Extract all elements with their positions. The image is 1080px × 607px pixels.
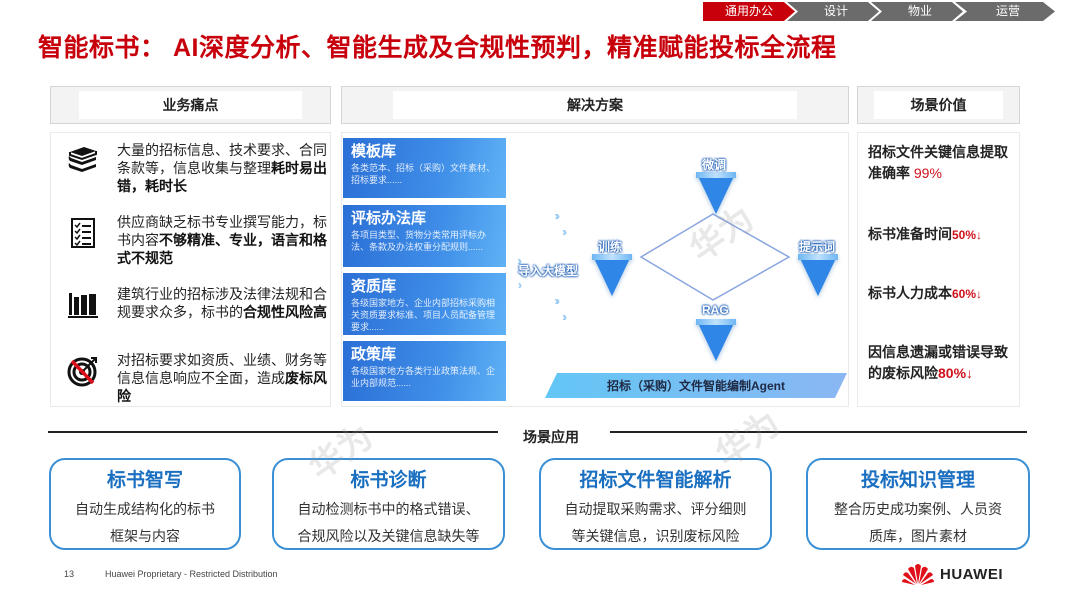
- library-policy: 政策库 各级国家地方各类行业政策法规、企业内部规范......: [343, 341, 506, 401]
- nav-step-operation[interactable]: 运营: [955, 2, 1055, 21]
- huawei-flower-icon: [902, 564, 934, 585]
- prompt-label: 提示词: [799, 240, 836, 254]
- pain-text: 建筑行业的招标涉及法律法规和合规要求众多，标书的合规性风险高: [117, 286, 327, 320]
- agent-banner: 招标（采购）文件智能编制Agent: [545, 373, 847, 398]
- model-diagram: ››› ››› ››› ››››››› ››› ››› ››› ››››››› …: [506, 132, 851, 407]
- bookshelf-icon: [61, 285, 105, 325]
- value-panel: [857, 132, 1020, 407]
- pain-column-header: 业务痛点: [50, 86, 331, 124]
- train-label: 训练: [598, 240, 623, 254]
- pain-points-panel: 大量的招标信息、技术要求、合同条款等，信息收集与整理耗时易出错，耗时长 供应商缺…: [50, 132, 331, 407]
- pain-text: 大量的招标信息、技术要求、合同条款等，信息收集与整理耗时易出错，耗时长: [117, 142, 327, 194]
- nav-step-office[interactable]: 通用办公: [703, 2, 795, 21]
- triangle-prompt-icon: [798, 254, 838, 296]
- footer-disclaimer: Huawei Proprietary - Restricted Distribu…: [105, 569, 278, 579]
- triangle-rag-icon: [696, 319, 736, 361]
- checklist-icon: [61, 213, 105, 253]
- pain-text: 对招标要求如资质、业绩、财务等信息信息响应不全面，造成废标风险: [117, 352, 327, 404]
- triangle-finetune-icon: [696, 172, 736, 214]
- library-template: 模板库 各类范本、招标（采购）文件素材、招标要求......: [343, 138, 506, 198]
- value-item: 标书人力成本60%↓: [868, 285, 983, 301]
- value-item: 招标文件关键信息提取准确率 99%: [868, 144, 1008, 181]
- scenario-card-smart-writing[interactable]: 标书智写 自动生成结构化的标书 框架与内容: [49, 458, 241, 550]
- pain-text: 供应商缺乏标书专业撰写能力，标书内容不够精准、专业，语言和格式不规范: [117, 214, 327, 266]
- library-evaluation: 评标办法库 各项目类型、货物分类常用评标办法、条款及办法权重分配规则......: [343, 205, 506, 267]
- nav-step-design[interactable]: 设计: [787, 2, 879, 21]
- nav-step-property[interactable]: 物业: [871, 2, 963, 21]
- value-column-header: 场景价值: [857, 86, 1020, 124]
- solution-column-header: 解决方案: [341, 86, 849, 124]
- page-number: 13: [64, 569, 75, 579]
- finetune-label: 微调: [702, 158, 727, 172]
- triangle-train-icon: [592, 254, 632, 296]
- top-nav-breadcrumb: 通用办公 设计 物业 运营: [703, 2, 1055, 21]
- pain-item: 供应商缺乏标书专业撰写能力，标书内容不够精准、专业，语言和格式不规范: [51, 213, 330, 267]
- target-no-icon: [61, 351, 105, 391]
- section-divider-right: [610, 431, 1027, 433]
- pain-header-label: 业务痛点: [78, 91, 303, 119]
- value-item: 标书准备时间50%↓: [868, 226, 983, 242]
- rag-label: RAG: [702, 303, 729, 317]
- pain-item: 对招标要求如资质、业绩、财务等信息信息响应不全面，造成废标风险: [51, 351, 330, 405]
- pain-item: 大量的招标信息、技术要求、合同条款等，信息收集与整理耗时易出错，耗时长: [51, 141, 330, 195]
- scenario-card-knowledge-mgmt[interactable]: 投标知识管理 整合历史成功案例、人员资 质库，图片素材: [806, 458, 1030, 550]
- solution-header-label: 解决方案: [392, 91, 798, 119]
- library-qualification: 资质库 各级国家地方、企业内部招标采购相关资质要求标准、项目人员配备管理要求..…: [343, 273, 506, 335]
- pain-item: 建筑行业的招标涉及法律法规和合规要求众多，标书的合规性风险高: [51, 285, 330, 325]
- import-model-label: 导入大模型: [518, 264, 579, 278]
- value-header-label: 场景价值: [874, 91, 1003, 119]
- diamond-lines: [639, 213, 791, 301]
- page-title: 智能标书： AI深度分析、智能生成及合规性预判，精准赋能投标全流程: [38, 34, 837, 62]
- scenario-card-diagnosis[interactable]: 标书诊断 自动检测标书中的格式错误、 合规风险以及关键信息缺失等: [272, 458, 505, 550]
- section-divider-left: [48, 431, 498, 433]
- scenario-card-doc-parsing[interactable]: 招标文件智能解析 自动提取采购需求、评分细则 等关键信息，识别废标风险: [539, 458, 772, 550]
- value-item: 因信息遗漏或错误导致的废标风险80%↓: [868, 344, 1008, 381]
- books-stack-icon: [61, 141, 105, 181]
- huawei-logo: HUAWEI: [902, 562, 1003, 586]
- scenario-section-title: 场景应用: [523, 429, 579, 445]
